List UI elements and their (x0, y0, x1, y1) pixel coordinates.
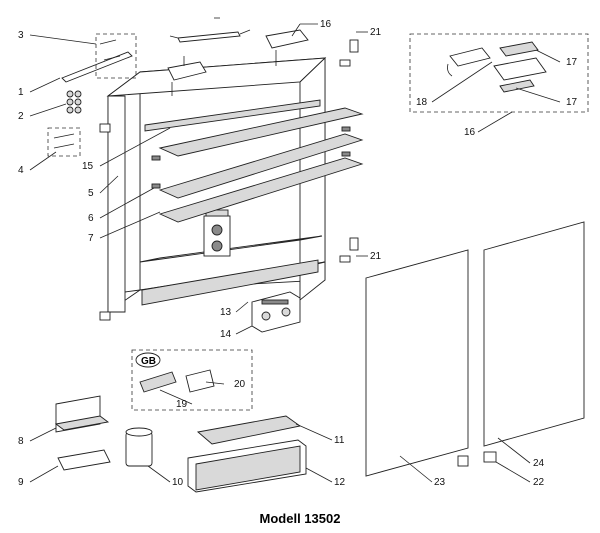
label-17-top: 17 (566, 57, 578, 68)
mirror-door-part-23 (365, 249, 469, 477)
anchor-set-part-4 (47, 127, 81, 157)
label-17-bottom: 17 (566, 97, 578, 108)
label-20: 20 (234, 379, 246, 390)
model-title: Modell 13502 (260, 511, 341, 526)
top-rail-part-3 (61, 33, 137, 83)
label-18: 18 (416, 97, 428, 108)
label-19: 19 (176, 399, 188, 410)
mesh-cover-part-11 (196, 415, 302, 445)
drawer-part-12 (187, 439, 307, 493)
label-3: 3 (18, 30, 24, 41)
callout-labels: 3 1 2 4 5 6 7 15 16 21 21 13 14 GB 19 20… (18, 19, 578, 488)
label-21-top: 21 (370, 27, 382, 38)
switch-box-part-14 (251, 291, 301, 333)
tray-part-9 (57, 449, 111, 471)
lamp-inset-part-16 (409, 33, 589, 113)
glass-shelves (151, 107, 364, 223)
lamp-cover-part-16 (265, 29, 309, 66)
cup-part-10 (125, 427, 153, 467)
lamp-cover-top-left (167, 56, 207, 96)
label-14: 14 (220, 329, 232, 340)
label-11: 11 (334, 435, 345, 446)
label-12: 12 (334, 477, 346, 488)
label-8: 8 (18, 436, 24, 447)
label-2: 2 (18, 111, 24, 122)
label-10: 10 (172, 477, 184, 488)
screw-set-part-2 (66, 90, 82, 114)
label-21-mid: 21 (370, 251, 382, 262)
label-24: 24 (533, 458, 545, 469)
top-rail-center (169, 17, 251, 43)
label-6: 6 (88, 213, 94, 224)
label-7: 7 (88, 233, 94, 244)
label-13: 13 (220, 307, 232, 318)
label-16-top: 16 (320, 19, 332, 30)
label-22: 22 (533, 477, 545, 488)
label-5: 5 (88, 188, 94, 199)
gb-inset (131, 349, 253, 411)
hinges (99, 39, 359, 321)
rack-part-8 (54, 395, 110, 433)
label-15: 15 (82, 161, 94, 172)
mirror-door-part-24 (483, 221, 585, 463)
label-9: 9 (18, 477, 24, 488)
label-16-inset: 16 (464, 127, 476, 138)
label-4: 4 (18, 165, 24, 176)
label-1: 1 (18, 87, 24, 98)
label-23: 23 (434, 477, 446, 488)
inset-gb-label: GB (141, 356, 156, 367)
leader-lines (29, 23, 561, 483)
